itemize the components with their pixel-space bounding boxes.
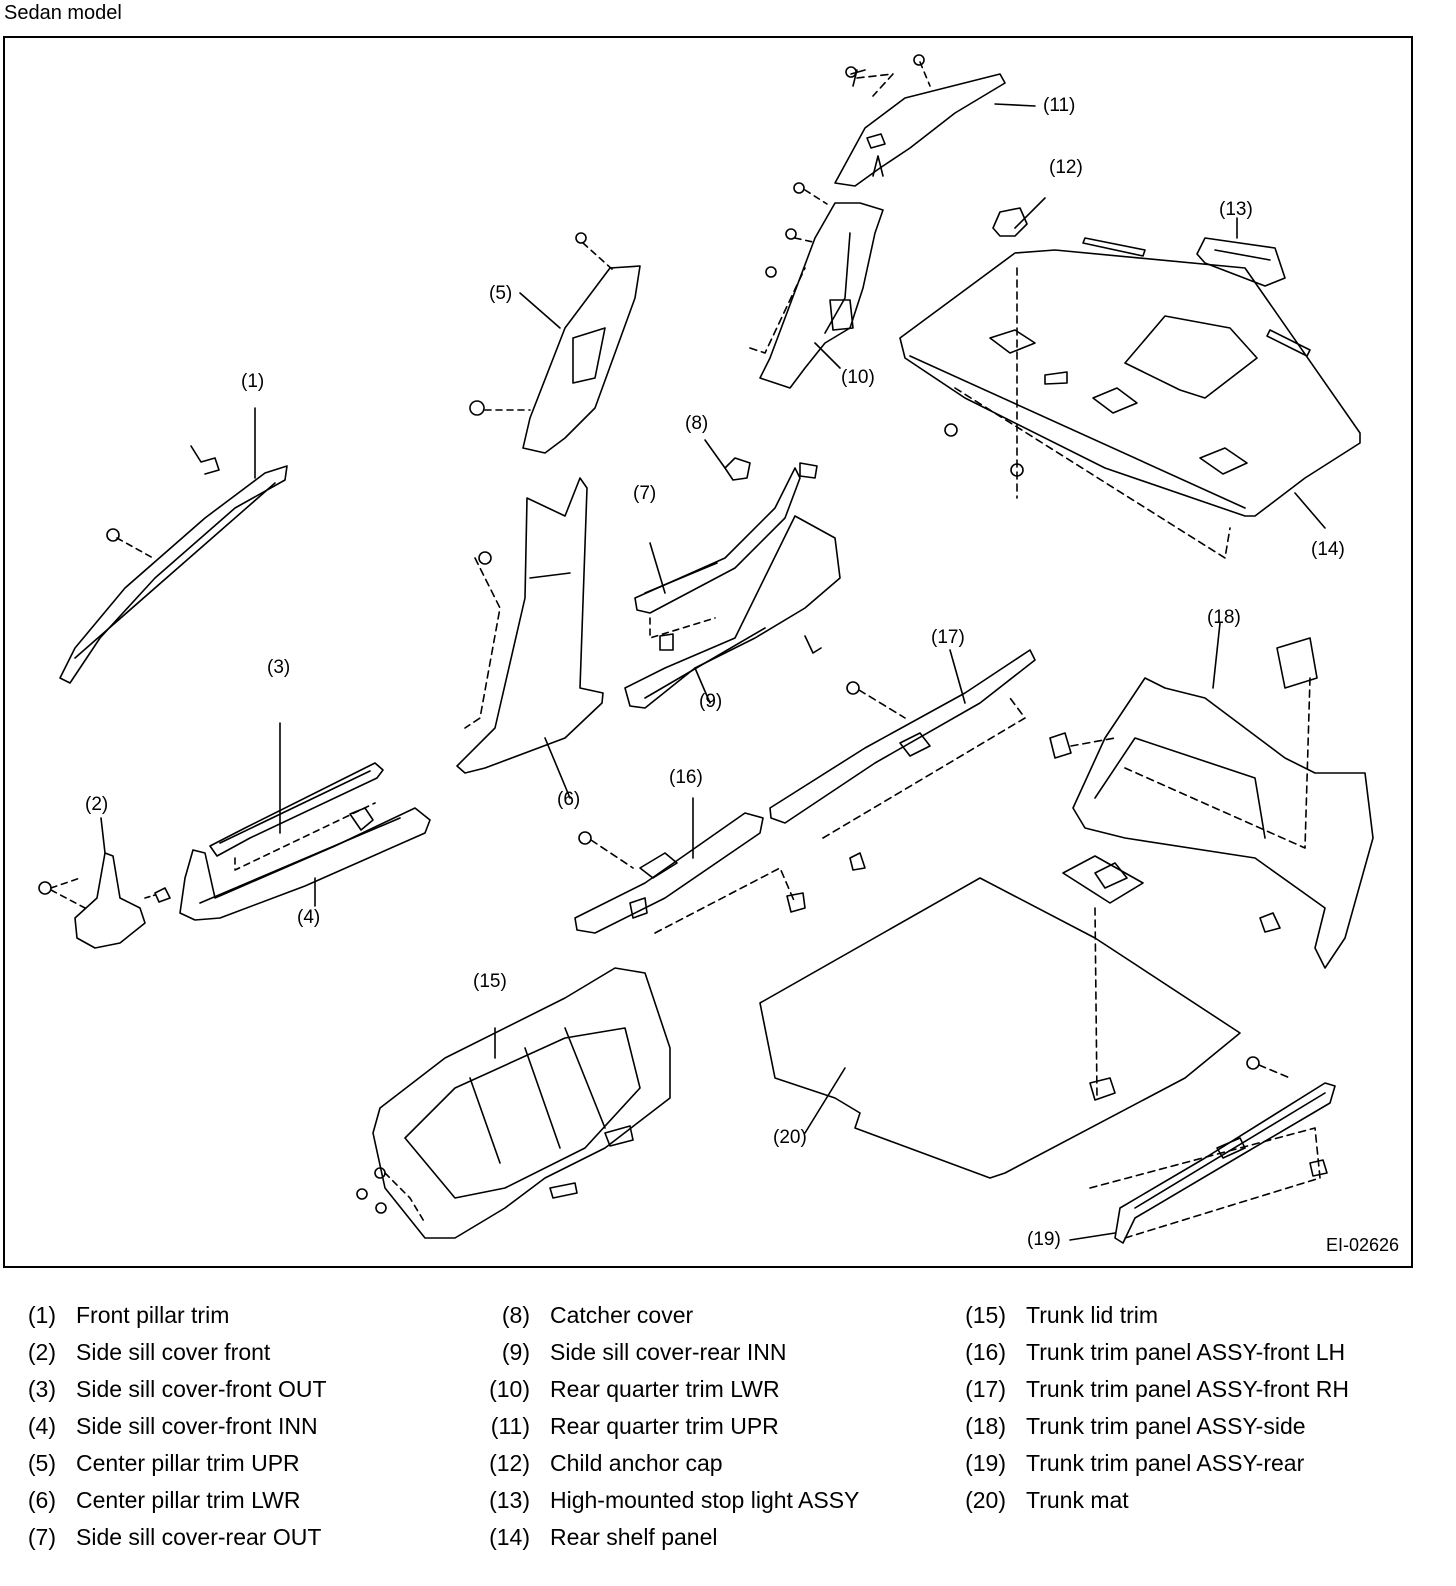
callout-10: (10)	[841, 367, 875, 388]
part-side-sill-cover-rear-inn	[624, 515, 841, 709]
legend-number: (6)	[27, 1487, 56, 1513]
part-trunk-trim-panel-front-lh	[574, 797, 806, 934]
callout-3: (3)	[267, 657, 291, 678]
legend-name: Side sill cover-front INN	[76, 1413, 318, 1439]
callout-18: (18)	[1207, 607, 1241, 628]
legend-number: (12)	[489, 1450, 530, 1476]
legend-number: (4)	[27, 1413, 56, 1439]
part-side-sill-cover-front-inn	[179, 807, 431, 921]
part-trunk-mat	[759, 855, 1241, 1179]
legend-number: (13)	[489, 1487, 530, 1513]
part-trunk-trim-panel-side	[1049, 622, 1374, 969]
part-rear-quarter-trim-upr	[834, 54, 1036, 187]
legend-name: Rear quarter trim UPR	[550, 1413, 779, 1439]
legend-number: (1)	[27, 1302, 56, 1328]
legend-name: Trunk trim panel ASSY-front RH	[1026, 1376, 1349, 1402]
legend-number: (19)	[965, 1450, 1006, 1476]
callout-11: (11)	[1043, 95, 1076, 116]
callout-20: (20)	[773, 1127, 807, 1148]
callout-16: (16)	[669, 767, 703, 788]
legend-number: (8)	[501, 1302, 530, 1328]
reference-code: EI-02626	[1325, 1235, 1399, 1255]
exploded-diagram: (1) (2) (3) (4) (5) (6) (7) (8) (9) (10)…	[3, 36, 1413, 1268]
callout-4: (4)	[297, 907, 321, 928]
callout-15: (15)	[473, 971, 507, 992]
callout-8: (8)	[685, 413, 709, 434]
legend-number: (3)	[27, 1376, 56, 1402]
legend-number: (16)	[965, 1339, 1006, 1365]
legend-number: (14)	[489, 1524, 530, 1550]
legend-name: Side sill cover front	[76, 1339, 271, 1365]
callout-5: (5)	[489, 283, 513, 304]
legend-name: Center pillar trim LWR	[76, 1487, 301, 1513]
part-center-pillar-trim-lwr	[456, 477, 604, 799]
legend-number: (17)	[965, 1376, 1006, 1402]
legend-name: Rear quarter trim LWR	[550, 1376, 780, 1402]
callout-2: (2)	[85, 794, 109, 815]
callout-14: (14)	[1311, 539, 1345, 560]
callout-1: (1)	[241, 371, 265, 392]
parts-legend: (1) Front pillar trim (2) Side sill cover …	[0, 1296, 1456, 1566]
part-trunk-trim-panel-rear	[1069, 1056, 1336, 1244]
legend-name: Rear shelf panel	[550, 1524, 718, 1550]
callout-19: (19)	[1027, 1229, 1061, 1250]
legend-name: Trunk trim panel ASSY-side	[1026, 1413, 1306, 1439]
part-child-anchor-cap	[992, 197, 1046, 237]
callout-6: (6)	[557, 789, 581, 810]
legend-number: (15)	[965, 1302, 1006, 1328]
part-side-sill-cover-front	[38, 817, 171, 949]
legend-name: Front pillar trim	[76, 1302, 230, 1328]
legend-name: Trunk trim panel ASSY-front LH	[1026, 1339, 1346, 1365]
part-catcher-cover	[704, 439, 818, 481]
legend-number: (7)	[27, 1524, 56, 1550]
legend-number: (18)	[965, 1413, 1006, 1439]
legend-name: Center pillar trim UPR	[76, 1450, 300, 1476]
legend-name: Side sill cover-rear OUT	[76, 1524, 322, 1550]
legend-name: Side sill cover-rear INN	[550, 1339, 787, 1365]
part-side-sill-cover-front-out	[209, 722, 384, 871]
legend-number: (11)	[490, 1413, 530, 1439]
legend-number: (20)	[965, 1487, 1006, 1513]
legend-name: Trunk trim panel ASSY-rear	[1026, 1450, 1305, 1476]
page-title: Sedan model	[4, 2, 122, 24]
legend-name: Trunk mat	[1026, 1487, 1129, 1513]
legend-name: Catcher cover	[550, 1302, 694, 1328]
legend-number: (2)	[27, 1339, 56, 1365]
callout-17: (17)	[931, 627, 965, 648]
part-side-sill-cover-rear-out	[634, 467, 801, 651]
part-front-pillar-trim	[59, 407, 288, 684]
legend-number: (9)	[501, 1339, 530, 1365]
part-center-pillar-trim-upr	[469, 232, 641, 454]
callout-13: (13)	[1219, 199, 1253, 220]
legend-name: Trunk lid trim	[1026, 1302, 1159, 1328]
part-trunk-lid-trim	[356, 967, 671, 1239]
callout-7: (7)	[633, 483, 657, 504]
part-trunk-trim-panel-front-rh	[769, 649, 1036, 871]
callout-9: (9)	[699, 691, 723, 712]
legend-name: High-mounted stop light ASSY	[550, 1487, 860, 1513]
legend-number: (5)	[27, 1450, 56, 1476]
legend-number: (10)	[489, 1376, 530, 1402]
diagram-drawing	[38, 54, 1374, 1244]
part-rear-shelf-panel	[899, 237, 1361, 559]
part-rear-quarter-trim-lwr	[749, 182, 884, 389]
legend-name: Child anchor cap	[550, 1450, 723, 1476]
part-stop-light-assy	[1196, 217, 1286, 287]
legend-name: Side sill cover-front OUT	[76, 1376, 327, 1402]
callout-12: (12)	[1049, 157, 1083, 178]
